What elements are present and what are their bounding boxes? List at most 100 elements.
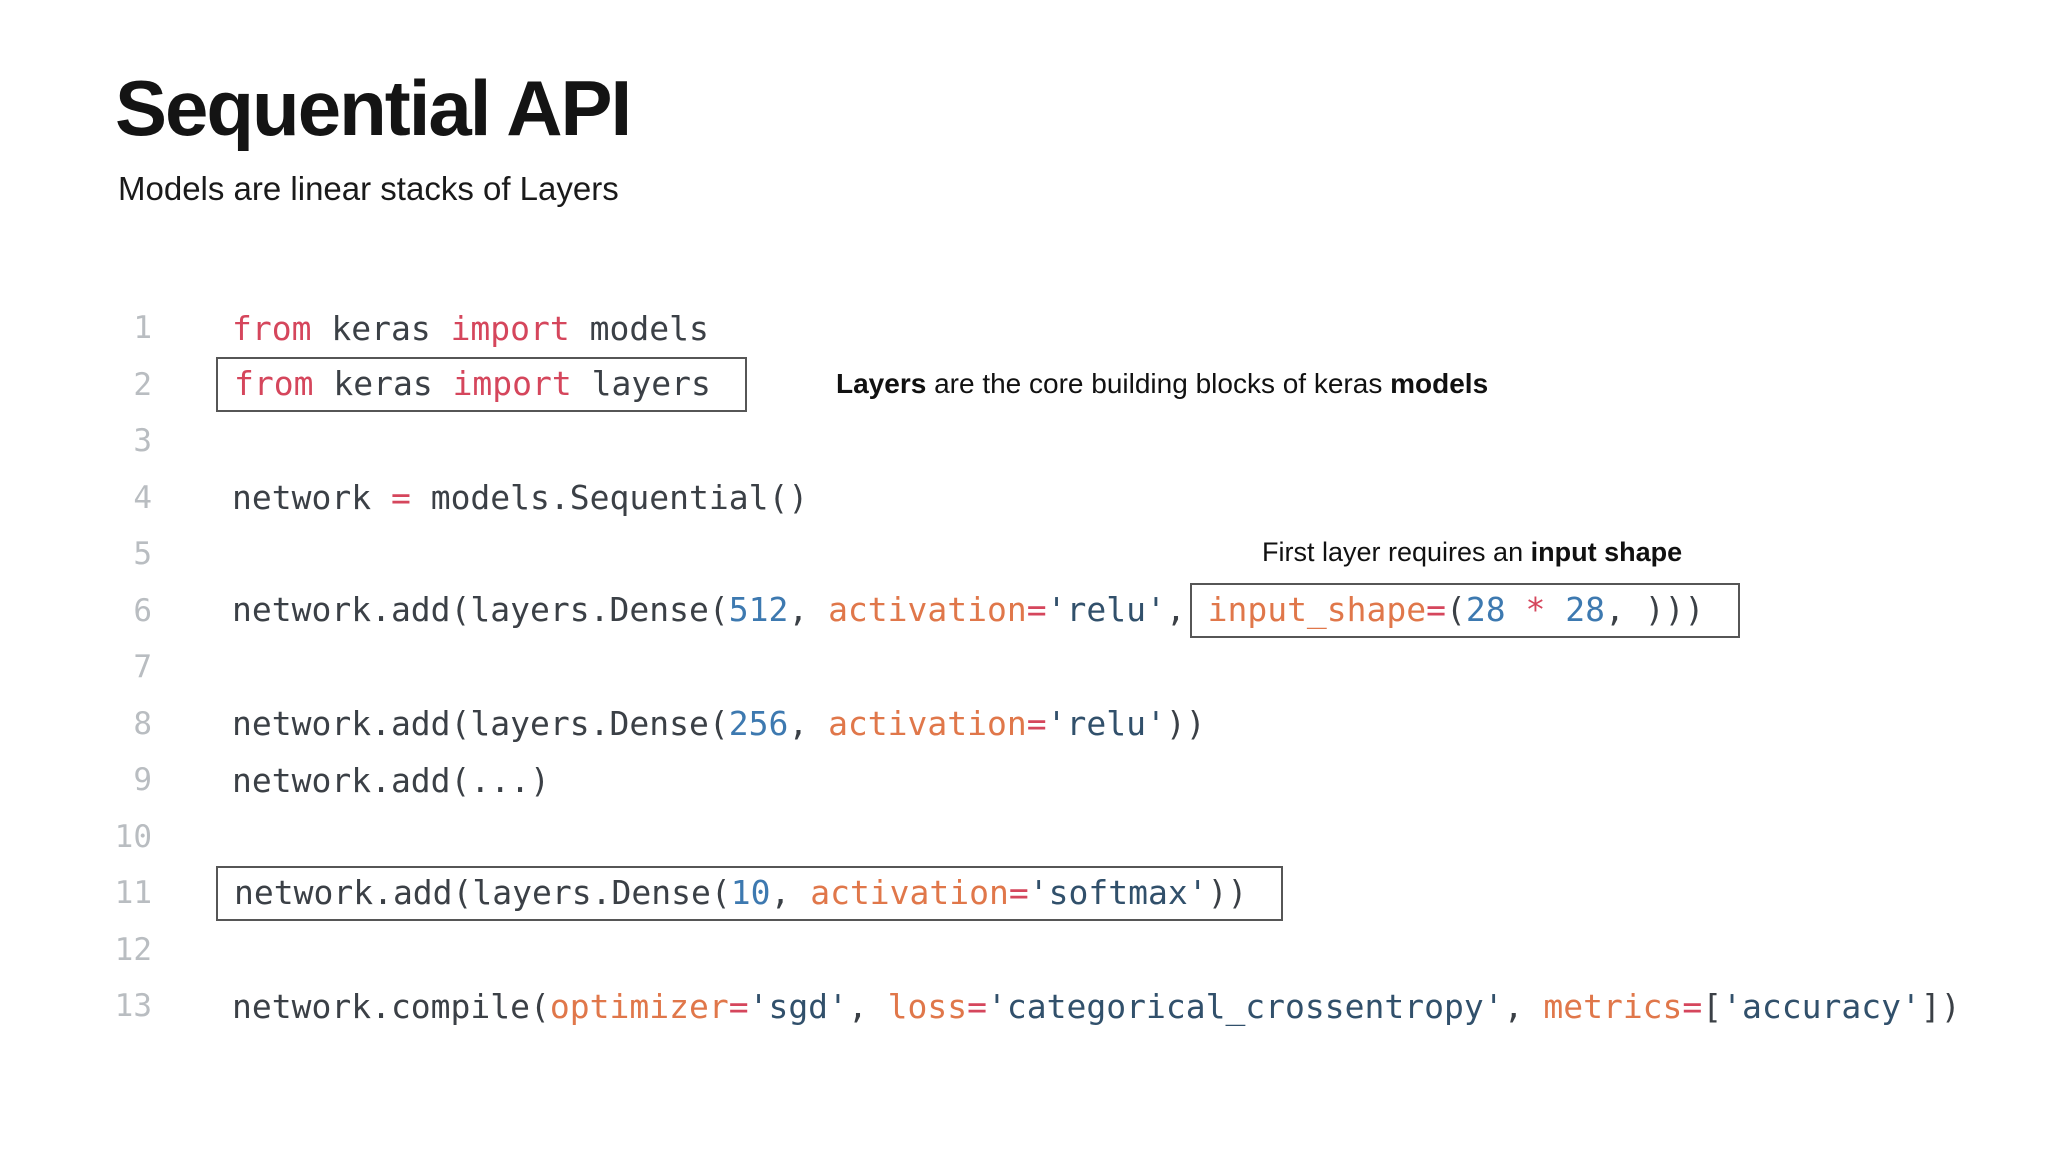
highlight-box: network.add(layers.Dense(10, activation=… <box>216 865 1284 921</box>
highlight-box: input_shape=(28 * 28, ))) <box>1189 583 1741 639</box>
code-token <box>1506 590 1526 629</box>
code-line: 3 <box>90 413 1961 470</box>
line-content: from keras import models <box>232 309 709 348</box>
code-token: metrics <box>1543 986 1683 1026</box>
code-line: 6 network.add(layers.Dense(512, activatio… <box>90 583 1961 640</box>
code-token: network.add(layers.Dense( <box>232 704 729 744</box>
line-content: network.compile(optimizer='sgd', loss='c… <box>232 987 1961 1026</box>
line-content: network.add(...) <box>232 761 550 800</box>
code-token: keras <box>313 364 453 404</box>
code-block: 1 from keras import models 2 from keras imp… <box>90 300 1961 1035</box>
code-token: models.Sequential() <box>410 478 809 518</box>
code-token: activation <box>810 872 1009 912</box>
code-token: 28 <box>1565 590 1606 630</box>
line-number: 13 <box>114 988 152 1025</box>
code-token: 'accuracy' <box>1722 986 1921 1026</box>
code-token: 28 <box>1465 590 1506 630</box>
code-token: import <box>450 308 570 348</box>
line-number: 7 <box>133 649 152 686</box>
line-number: 6 <box>133 592 152 629</box>
code-token: 10 <box>730 872 771 912</box>
code-token: network.add(layers.Dense( <box>234 872 731 912</box>
line-number: 10 <box>114 818 152 855</box>
code-token: )) <box>1165 704 1206 744</box>
code-token: * <box>1525 590 1546 630</box>
annotation-layers-note: Layers are the core building blocks of k… <box>836 368 1488 400</box>
code-token: 'sgd' <box>748 986 848 1026</box>
code-token: = <box>390 478 411 518</box>
code-token: 'softmax' <box>1028 872 1208 912</box>
code-token: = <box>1026 704 1047 744</box>
code-token: loss <box>887 986 968 1026</box>
code-token: network.add(layers.Dense( <box>232 590 729 630</box>
code-line: 7 <box>90 639 1961 696</box>
highlight-box: from keras import layers <box>216 357 747 413</box>
code-line: 4 network = models.Sequential() <box>90 470 1961 527</box>
code-token: [ <box>1702 986 1723 1026</box>
page-subtitle: Models are linear stacks of Layers <box>118 170 619 207</box>
annotation-text: Layers <box>836 368 927 399</box>
code-token: = <box>1426 590 1447 630</box>
code-line: 10 <box>90 809 1961 866</box>
code-token: activation <box>828 590 1027 630</box>
code-token: network.add(...) <box>232 760 550 800</box>
code-line: 2 from keras import layers <box>90 357 1961 414</box>
annotation-text: are the core building blocks of keras <box>926 368 1391 399</box>
code-line: 1 from keras import models <box>90 300 1961 357</box>
code-token: network.compile( <box>232 986 550 1026</box>
code-token: 512 <box>728 590 789 630</box>
code-line: 11 network.add(layers.Dense(10, activatio… <box>90 865 1961 922</box>
code-token: import <box>452 364 572 404</box>
code-token: from <box>232 308 312 348</box>
line-number: 1 <box>133 310 152 347</box>
code-token: 'relu' <box>1046 704 1166 744</box>
code-token: )) <box>1207 872 1248 912</box>
code-token <box>1545 590 1565 629</box>
code-token: input_shape <box>1207 590 1427 630</box>
code-token: , <box>1165 590 1206 630</box>
line-content: network = models.Sequential() <box>232 478 808 517</box>
line-content: network.add(layers.Dense(10, activation=… <box>216 865 1284 921</box>
code-token: 256 <box>728 704 789 744</box>
line-content: from keras import layers <box>216 357 747 413</box>
code-token: ( <box>1446 590 1466 630</box>
code-token: models <box>569 308 709 348</box>
code-line: 12 <box>90 922 1961 979</box>
line-number: 9 <box>133 762 152 799</box>
code-token: , <box>847 986 888 1026</box>
annotation-input-shape-note: First layer requires an input shape <box>1262 537 1682 568</box>
code-token: keras <box>311 308 451 348</box>
code-token: from <box>234 364 314 404</box>
code-token: , <box>1503 986 1544 1026</box>
code-token: = <box>1008 872 1029 912</box>
line-content: network.add(layers.Dense(512, activation… <box>232 583 1741 639</box>
code-token: = <box>967 986 988 1026</box>
line-number: 12 <box>114 931 152 968</box>
line-number: 2 <box>133 366 152 403</box>
line-number: 4 <box>133 479 152 516</box>
annotation-text: input shape <box>1530 537 1683 567</box>
line-number: 5 <box>133 536 152 573</box>
code-token: network <box>232 478 391 518</box>
page-title: Sequential API <box>115 64 632 152</box>
line-number: 11 <box>114 875 152 912</box>
code-token: = <box>1682 986 1703 1026</box>
code-token: = <box>728 986 749 1026</box>
line-number: 3 <box>133 423 152 460</box>
code-token: layers <box>571 364 711 404</box>
code-token: 'relu' <box>1046 590 1166 630</box>
code-token: , ))) <box>1605 590 1705 630</box>
line-content: network.add(layers.Dense(256, activation… <box>232 704 1206 743</box>
code-token: 'categorical_crossentropy' <box>987 986 1504 1026</box>
code-token: , <box>770 872 811 912</box>
code-token: ]) <box>1920 986 1961 1026</box>
code-line: 5 <box>90 526 1961 583</box>
annotation-text: models <box>1390 368 1489 399</box>
code-token: , <box>788 590 829 630</box>
code-token: = <box>1026 590 1047 630</box>
code-token: , <box>788 704 829 744</box>
code-token: optimizer <box>549 986 729 1026</box>
